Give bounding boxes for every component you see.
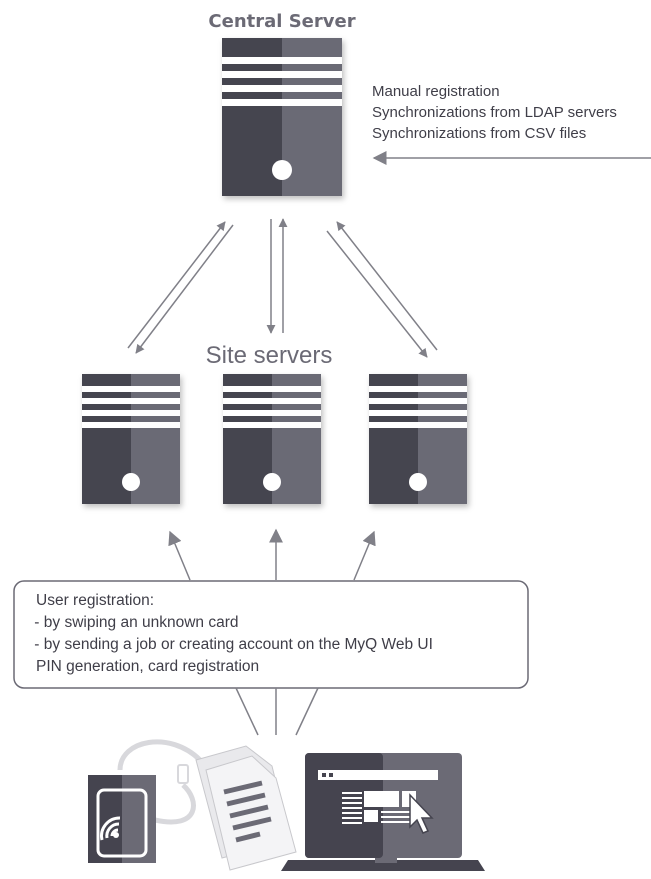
site-server-2-icon <box>223 374 321 504</box>
source-ldap-sync: Synchronizations from LDAP servers <box>372 104 617 121</box>
laptop-icon <box>281 753 485 871</box>
registration-web-ui: - by sending a job or creating account o… <box>30 636 433 653</box>
documents-icon <box>195 745 297 871</box>
registration-heading: User registration: <box>36 592 154 609</box>
central-server-title: Central Server <box>208 11 355 32</box>
registration-swipe-card: - by swiping an unknown card <box>30 614 239 631</box>
device-connector-lines <box>235 687 319 736</box>
central-server-icon <box>222 38 342 196</box>
left-sync-arrows <box>127 221 234 354</box>
site-server-3-icon <box>369 374 467 504</box>
registration-box <box>13 580 529 689</box>
middle-sync-arrows <box>266 218 288 334</box>
source-manual-registration: Manual registration <box>372 83 500 100</box>
right-sync-arrows <box>326 221 438 358</box>
card-reader-icon <box>88 739 202 863</box>
site-server-1-icon <box>82 374 180 504</box>
registration-up-arrows <box>168 528 376 581</box>
registration-pin-card: PIN generation, card registration <box>36 658 259 675</box>
source-csv-sync: Synchronizations from CSV files <box>372 125 586 142</box>
site-servers-title: Site servers <box>206 342 333 369</box>
